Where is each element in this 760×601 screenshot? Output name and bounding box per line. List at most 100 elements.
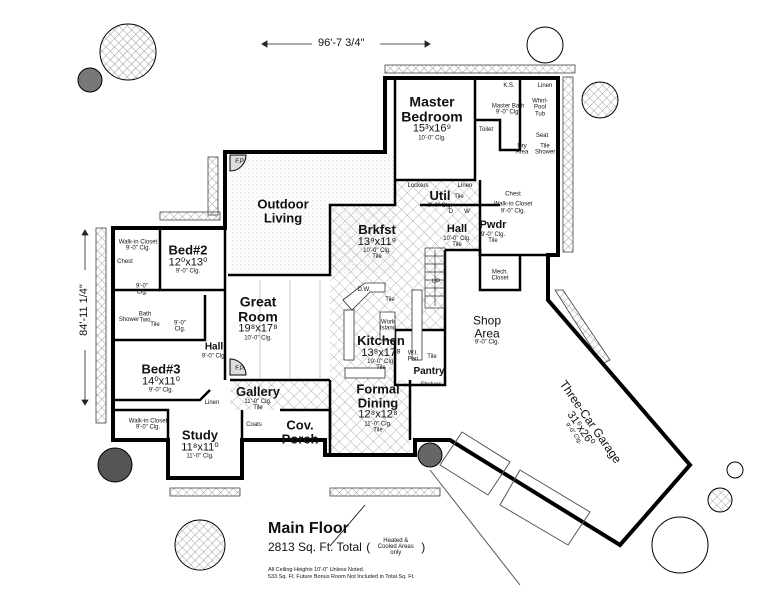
total-square-feet: 2813 Sq. Ft. Total (268, 540, 362, 555)
room-great-room: Great Room 19⁸x17⁸ 10'-0" Clg. (233, 294, 283, 341)
room-ceiling: 10'-0" Clg. (244, 335, 272, 342)
linen-label: Linen (457, 182, 473, 189)
room-kitchen: Kitchen 13⁸x17⁸ 10'-0" Clg. Tile (357, 334, 405, 372)
room-dims: 15³x16⁹ (412, 122, 452, 135)
bath-tile-label: Tile (150, 321, 160, 328)
room-name: Gallery (235, 383, 281, 399)
room-ceiling: 9'-0" Clg. (427, 202, 453, 209)
dishwasher-label: D.W. (357, 286, 371, 293)
room-name: Kitchen (357, 333, 405, 349)
room-dims: 11⁸x11⁰ (181, 440, 219, 453)
fireplace-icon (229, 154, 247, 376)
room-ceiling: 11'-0" Clg. (364, 421, 392, 428)
room-name: Brkfst (358, 222, 396, 238)
kitchen-counters (342, 282, 423, 379)
dryer-label: D (448, 208, 454, 215)
room-ceiling: 9'-0" Clg. (480, 231, 506, 238)
room-name: Outdoor Living (257, 196, 309, 225)
room-ceiling: 10'-0" Clg. (367, 359, 395, 366)
room-floor: Tile (372, 254, 382, 261)
ks-label: K.S. (503, 82, 515, 89)
whirlpool-tub-label: Whirl-Pool Tub (532, 98, 548, 118)
room-dims: 12⁰x13⁰ (168, 255, 208, 268)
width-dimension: 96'-7 3/4" (318, 37, 365, 49)
room-name: Study (181, 427, 219, 443)
kitchen-tile-label: Tile (385, 296, 395, 303)
room-utility: Util 9'-0" Clg. (428, 189, 452, 209)
fireplace-label: F.P. (235, 158, 245, 165)
planter-beds (95, 64, 611, 497)
work-island-label: Work Island (380, 319, 397, 332)
room-formal-dining: Formal Dining 12⁸x12⁸ 11'-0" Clg. Tile (348, 381, 408, 434)
toilet-label: Toilet (478, 126, 494, 133)
room-master-bath: Master Bath 9'-0" Clg. (492, 104, 524, 117)
kitchen-tile (330, 205, 445, 380)
room-gallery: Gallery 11'-0" Clg. Tile (236, 385, 280, 411)
room-shop-area: Shop Area 9'-0" Clg. (467, 313, 507, 346)
shelves-label: Shelves (420, 381, 442, 388)
dry-area-label: Dry Area (515, 143, 529, 156)
room-name: Walk-in Closet (493, 201, 533, 208)
room-floor: Tile (373, 427, 383, 434)
room-name: Master Bedroom (401, 93, 463, 125)
plan-notes: All Ceiling Heights 10'-0" Unless Noted.… (268, 567, 415, 581)
dining-gallery-tile (230, 380, 410, 455)
room-bed2-walkin-closet: Walk-in Closet 9'-0" Clg. (119, 240, 157, 253)
room-ceiling: 9'-0" Clg. (125, 246, 151, 252)
room-dims: 19⁸x17⁸ (238, 322, 278, 335)
room-covered-porch: Cov. Porch (278, 418, 322, 445)
ceiling-beams (259, 280, 321, 378)
room-breakfast: Brkfst 13⁹x11⁹ 10'-0" Clg. Tile (358, 223, 397, 261)
room-name: Bed#2 (168, 242, 208, 258)
paren: ( (366, 540, 371, 555)
room-powder: Pwdr 9'-0" Clg. Tile (479, 218, 507, 244)
room-outdoor-living: Outdoor Living (253, 197, 313, 224)
room-dims: 13⁸x17⁸ (361, 346, 401, 359)
room-ceiling: 9'-0" Clg. (175, 268, 201, 275)
room-master-bedroom: Master Bedroom 15³x16⁹ 10'-0" Clg. (397, 94, 467, 141)
room-ceiling: 11'-0" Clg. (186, 453, 214, 460)
stairs (424, 247, 446, 309)
room-name: Great Room (238, 293, 278, 325)
bath-two-label: Bath Two (138, 311, 152, 324)
seat-label: Seat (535, 132, 549, 139)
fireplace-label: F.P. (235, 365, 245, 372)
note-line: 533 Sq. Ft. Future Bonus Room Not Includ… (268, 574, 415, 581)
room-ceiling: 9'-0" Clg. (201, 353, 227, 360)
interior-walls (113, 78, 550, 455)
room-ceiling: 9'-0" Clg. (148, 387, 174, 394)
chest-label: Chest (117, 258, 133, 265)
bath-ceiling-label: 9'-0" Clg. (174, 320, 186, 333)
shower-label: Shower (118, 316, 140, 323)
room-name: Walk-in Closet (118, 239, 158, 246)
room-bed3-walkin-closet: Walk-in Closet 9'-0" Clg. (129, 419, 167, 432)
room-ceiling: 9'-0" Clg. (474, 339, 500, 346)
room-bed-3: Bed#3 14⁰x11⁰ 9'-0" Clg. (141, 362, 180, 393)
lockers-label: Lockers (407, 182, 429, 189)
room-master-walkin-closet: Chest Walk-in Closet 9'-0" Clg. (494, 192, 532, 215)
room-name: Pwdr (479, 218, 507, 231)
landscape-trees (77, 23, 744, 574)
washer-label: W (464, 208, 470, 215)
width-dimension-line (261, 40, 431, 48)
coats-label: Coats (246, 421, 262, 428)
paren: ) (421, 540, 426, 555)
room-dims: 12⁸x12⁸ (358, 408, 398, 421)
room-hall-mud: Hall 10'-0" Clg. Tile (443, 222, 471, 248)
exterior-walls (111, 76, 693, 548)
room-name: Bed#3 (141, 361, 181, 377)
room-ceiling: 10'-0" Clg. (443, 235, 471, 242)
chest-label: Chest (505, 191, 521, 198)
room-name: Hall (446, 222, 468, 235)
room-name: Formal Dining (356, 381, 400, 410)
depth-dimension-line (81, 229, 89, 406)
leader-line (329, 504, 366, 547)
bath-ceiling-label: 9'-0" Clg. (136, 283, 148, 296)
room-name: Shop Area (472, 313, 502, 340)
depth-dimension: 84'-11 1/4" (78, 284, 91, 336)
room-ceiling: 9'-0" Clg. (135, 425, 161, 431)
utility-tile (395, 180, 480, 250)
garage-doors (429, 431, 591, 586)
